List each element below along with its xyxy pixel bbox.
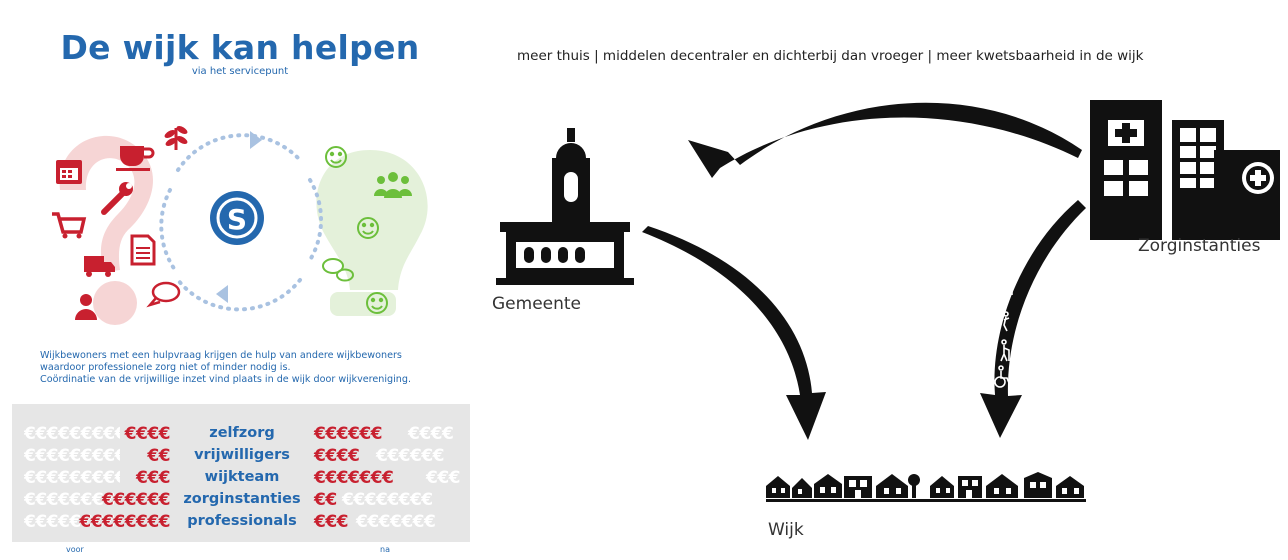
wrench-icon: [101, 182, 133, 215]
ghost-euros-right: €€€€€€€€: [342, 490, 433, 510]
row-label: zelfzorg: [209, 425, 275, 441]
row-label: zorginstanties: [183, 491, 301, 507]
ghost-euros-right: €€€€€€: [376, 446, 444, 466]
euros-after: €€€: [314, 512, 349, 532]
ghost-euros-right: €€€€: [408, 424, 454, 444]
house-windows: [772, 480, 1079, 498]
ghost-euros-right: €€€: [426, 468, 461, 488]
cycle-arrowhead-bottom: [216, 285, 228, 303]
ghost-euros-left: €€€€€€€€€: [24, 490, 120, 510]
ghost-euros-right: €€€€€€€: [356, 512, 436, 532]
euros-before: €€€€€€: [102, 490, 170, 510]
lightbulb-shape: [316, 150, 428, 316]
euros-after: €€€€: [314, 446, 360, 466]
cost-comparison-panel: €€€€€€€€€ €€€€ zelfzorg €€€€€€ €€€€ €€€€…: [12, 404, 470, 542]
ghost-euros-left: €€€€€€€€€: [24, 446, 120, 466]
cost-row: €€€€€€€€€ €€€€ zelfzorg €€€€€€ €€€€: [12, 424, 470, 446]
euros-before: €€€€: [124, 424, 171, 444]
walker-person-icon: [1003, 311, 1010, 332]
zorginstanties-label: Zorginstanties: [1138, 236, 1261, 256]
description-line: waardoor professionele zorg niet of mind…: [40, 362, 291, 373]
arrow-zorg-to-gemeente: €€€€€: [688, 102, 1082, 178]
bed-icon: [999, 289, 1013, 295]
elderly-person-icon: [1000, 339, 1010, 362]
chat-icon: [322, 258, 354, 282]
cost-row: €€€€€€€€€ €€ vrijwilligers €€€€ €€€€€€: [12, 446, 470, 468]
euros-after: €€€€€€: [314, 424, 382, 444]
row-label: professionals: [187, 513, 297, 529]
service-diagram: S: [52, 126, 428, 325]
euros-after: €€€€€€€: [314, 468, 394, 488]
question-mark-shape: [59, 135, 153, 325]
euros-before: €€€€€€€€: [79, 512, 170, 532]
cart-icon: [52, 212, 87, 239]
footer-after: na: [380, 545, 390, 554]
calendar-icon: [56, 160, 82, 184]
page-title: De wijk kan helpen: [60, 28, 420, 67]
euros-before: €€€: [136, 468, 171, 488]
cost-row: €€€€€€€€€ €€€€€€ zorginstanties €€ €€€€€…: [12, 490, 470, 512]
truck-icon: [84, 256, 115, 277]
town-hall-icon: [496, 128, 634, 285]
leaf-icon: [164, 126, 188, 150]
euros-before: €€: [147, 446, 170, 466]
gemeente-label: Gemeente: [492, 294, 582, 314]
description-line: Coördinatie van de vrijwillige inzet vin…: [40, 374, 412, 385]
cycle-arrowhead-top: [250, 131, 262, 149]
group-icon: [374, 172, 412, 198]
document-icon: [130, 234, 156, 266]
footer-before: voor: [66, 545, 84, 554]
neighbourhood-houses-icon: [766, 472, 1086, 502]
smiley-icon: [325, 146, 347, 168]
row-label: wijkteam: [204, 469, 280, 485]
ghost-euros-left: €€€€€€€€€: [24, 424, 120, 444]
cost-row: €€€€€€€€€ €€€ wijkteam €€€€€€€ €€€: [12, 468, 470, 490]
wheelchair-icon: [994, 365, 1010, 388]
arrow-gemeente-to-wijk: €€€€: [642, 226, 826, 440]
description-line: Wijkbewoners met een hulpvraag krijgen d…: [40, 350, 402, 361]
row-label: vrijwilligers: [194, 447, 290, 463]
arrow-euros-top: €€€€€: [732, 108, 798, 156]
ghost-euros-left: €€€€€€€€€: [24, 468, 120, 488]
cost-row: €€€€€€€€€ €€€€€€€€ professionals €€€ €€€…: [12, 512, 470, 534]
coffee-cup-icon: [116, 146, 155, 171]
header-statements: meer thuis | middelen decentraler en dic…: [517, 48, 1144, 64]
hospital-icon: [1090, 100, 1280, 240]
smiley-icon: [366, 292, 388, 314]
euros-after: €€: [314, 490, 337, 510]
subtitle: via het servicepunt: [191, 66, 289, 77]
ghost-euros-left: €€€€€€€€€: [24, 512, 120, 532]
wijk-label: Wijk: [768, 520, 804, 540]
cycle-arrows: [159, 133, 324, 312]
servicepunt-logo: S: [210, 191, 264, 245]
description: Wijkbewoners met een hulpvraag krijgen d…: [40, 350, 450, 386]
speech-bubble-icon: [146, 281, 181, 308]
logo-letter: S: [227, 203, 247, 236]
smiley-icon: [357, 217, 379, 239]
person-icon: [75, 294, 97, 320]
infographic-panel: De wijk kan helpen via het servicepunt S: [0, 0, 480, 560]
arrow-zorg-to-wijk: [980, 200, 1086, 438]
